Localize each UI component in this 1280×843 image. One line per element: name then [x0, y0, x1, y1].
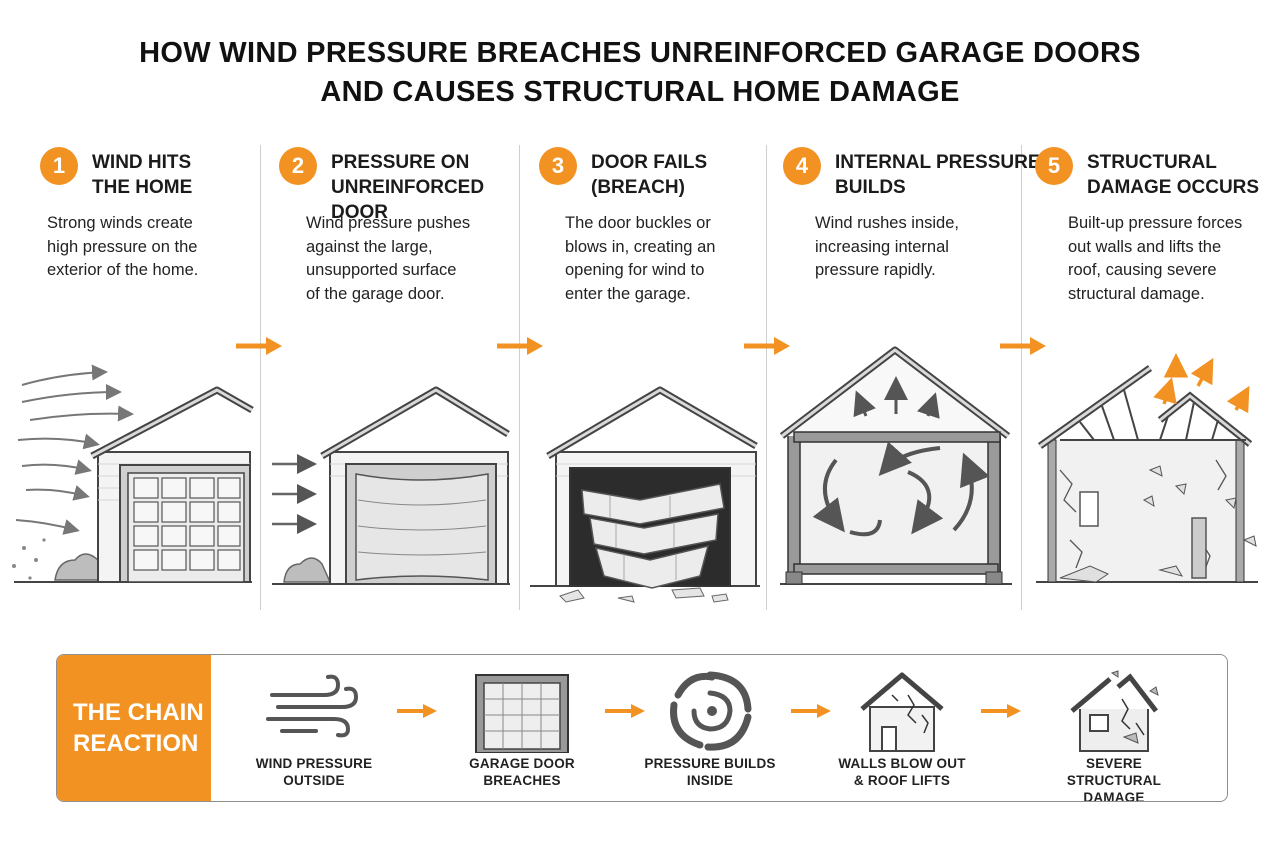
- upward-pressure-arrows-icon: [853, 376, 940, 419]
- chain-item-garage-breach: GARAGE DOOR BREACHES: [447, 655, 597, 801]
- chain-item-walls-roof: WALLS BLOW OUT & ROOF LIFTS: [827, 655, 977, 801]
- step-number-badge: 1: [40, 147, 78, 185]
- step-1-description: Strong winds create high pressure on the…: [47, 214, 199, 279]
- step-title: INTERNAL PRESSURE BUILDS: [835, 152, 1041, 198]
- step-arrow-icon: [1000, 337, 1046, 355]
- chain-reaction-panel: THE CHAIN REACTION WIND PRESSURE OUTSIDE…: [56, 654, 1228, 802]
- step-title: STRUCTURAL DAMAGE OCCURS: [1087, 152, 1260, 198]
- cracked-house-icon: [860, 672, 944, 752]
- circulating-air-icon: [812, 441, 990, 537]
- step-arrow-icon: [236, 337, 282, 355]
- chain-item-label: SEVERE STRUCTURAL DAMAGE: [1066, 756, 1162, 802]
- chain-item-severe-damage: SEVERE STRUCTURAL DAMAGE: [1039, 655, 1189, 801]
- scene-pressure-on-door: [272, 386, 510, 585]
- step-number-badge: 5: [1035, 147, 1073, 185]
- scene-internal-pressure: [779, 346, 1012, 585]
- step-number-badge: 2: [279, 147, 317, 185]
- page-title: HOW WIND PRESSURE BREACHES UNREINFORCED …: [0, 34, 1280, 112]
- step-title: PRESSURE ON UNREINFORCED DOOR: [331, 152, 485, 223]
- chain-arrow-icon: [791, 704, 831, 718]
- title-line-1: HOW WIND PRESSURE BREACHES UNREINFORCED …: [139, 37, 1141, 69]
- scene-door-breach: [530, 386, 760, 603]
- step-2-description: Wind pressure pushes against the large, …: [306, 214, 471, 303]
- chain-item-label: WALLS BLOW OUT & ROOF LIFTS: [838, 756, 966, 788]
- garage-door-icon: [475, 674, 569, 753]
- wind-arrows-icon: [15, 364, 134, 535]
- destroyed-house-icon: [1070, 670, 1159, 752]
- step-number-badge: 3: [539, 147, 577, 185]
- scene-wind-hits-home: [12, 364, 254, 583]
- column-divider: [766, 145, 767, 610]
- step-5-description: Built-up pressure forces out walls and l…: [1068, 214, 1243, 303]
- step-4-description: Wind rushes inside, increasing internal …: [815, 214, 959, 279]
- chain-item-label: WIND PRESSURE OUTSIDE: [255, 756, 373, 788]
- scene-structural-damage: [1036, 353, 1258, 583]
- pressure-arrows-icon: [272, 454, 317, 534]
- column-divider: [1021, 145, 1022, 610]
- chain-item-pressure-builds: PRESSURE BUILDS INSIDE: [635, 655, 785, 801]
- step-3-description: The door buckles or blows in, creating a…: [565, 214, 716, 303]
- column-divider: [260, 145, 261, 610]
- chain-item-label: PRESSURE BUILDS INSIDE: [644, 756, 776, 788]
- step-arrow-icon: [497, 337, 543, 355]
- swirl-vortex-icon: [670, 671, 752, 751]
- chain-arrow-icon: [397, 704, 437, 718]
- chain-arrow-icon: [981, 704, 1021, 718]
- column-divider: [519, 145, 520, 610]
- step-illustrations: [12, 337, 1258, 603]
- wind-gust-icon: [266, 674, 359, 738]
- step-arrow-icon: [744, 337, 790, 355]
- chain-item-wind-pressure: WIND PRESSURE OUTSIDE: [239, 655, 389, 801]
- step-title: DOOR FAILS (BREACH): [591, 152, 708, 198]
- step-number-badge: 4: [783, 147, 821, 185]
- title-line-2: AND CAUSES STRUCTURAL HOME DAMAGE: [320, 76, 960, 108]
- step-title: WIND HITS THE HOME: [92, 152, 193, 198]
- chain-reaction-label: THE CHAIN REACTION: [57, 655, 211, 801]
- roof-lift-arrows-icon: [1153, 353, 1250, 414]
- chain-item-label: GARAGE DOOR BREACHES: [469, 756, 575, 788]
- chain-arrow-icon: [605, 704, 645, 718]
